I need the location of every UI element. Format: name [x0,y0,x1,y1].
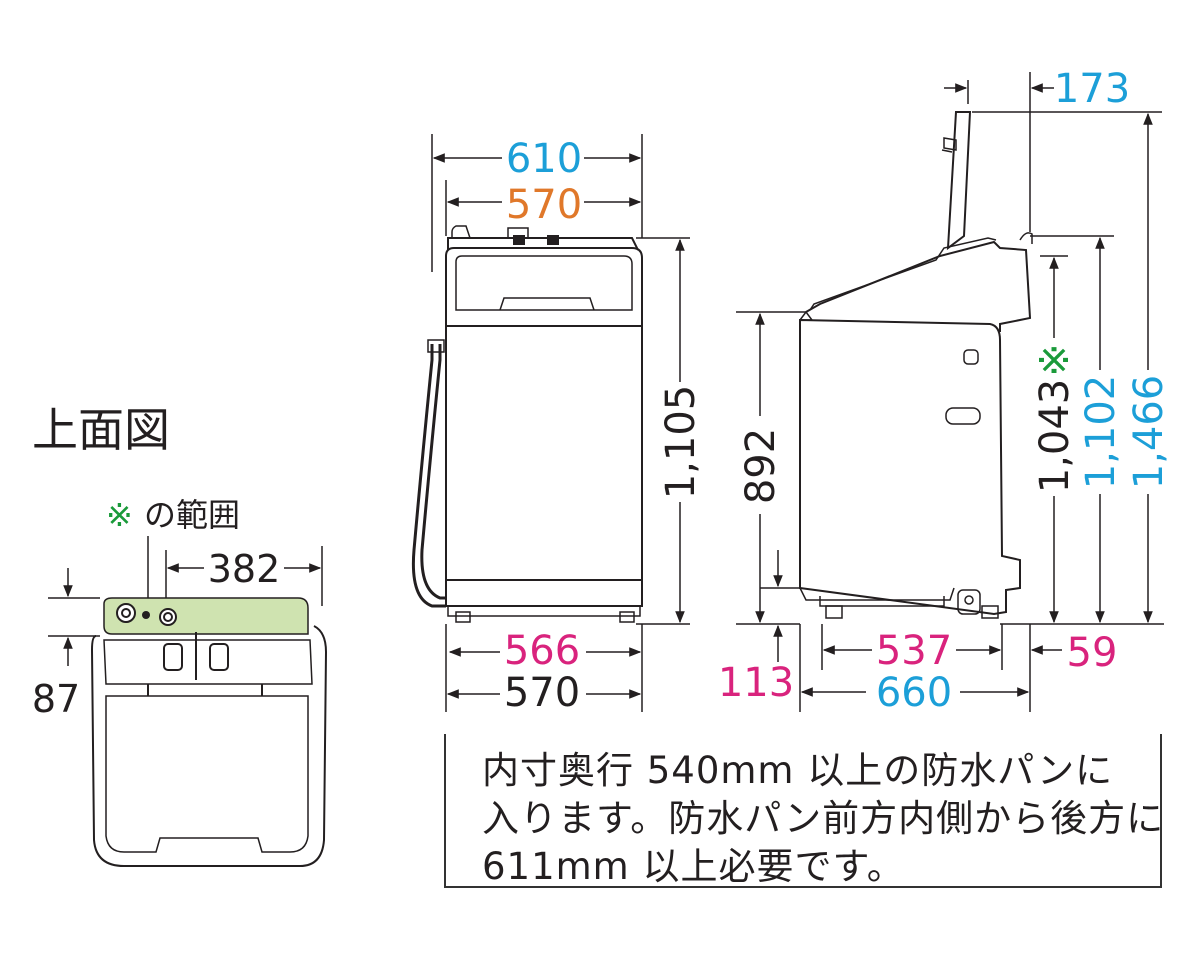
front-height-overall: 1,105 [658,385,704,500]
side-cabinet [799,318,1021,616]
top-width-dim: 382 [208,547,281,591]
top-depth-dim: 87 [32,677,80,721]
side-height-1: 1,043 [1032,379,1078,494]
top-handle-icon [163,643,183,671]
hose-connector-icon [116,603,136,623]
drain-hose [411,344,446,608]
side-inlet-icon [1019,232,1033,244]
top-view: 上面図 ※ の範囲 382 87 [32,403,328,867]
front-cabinet [445,325,643,581]
drain-outlet-icon [964,595,974,605]
area-mark: ※ [106,496,133,534]
front-width-overall: 610 [506,136,582,182]
note-line-2: 入ります。防水パン前方内側から後方に [482,797,1165,840]
note-line-3: 611mm 以上必要です。 [482,845,905,888]
clearance-area [103,597,309,635]
area-label: の範囲 [144,496,240,534]
note-box [444,734,1162,888]
front-foot-left [455,611,471,623]
open-lid [946,111,972,251]
lid-offset-dim: 173 [1054,66,1130,112]
side-height-3: 1,466 [1126,375,1172,490]
back-offset-dim: 59 [1067,630,1118,676]
front-view: 610 570 1,105 566 570 [411,134,704,716]
side-height-body: 892 [738,428,784,504]
side-handle-icon [945,407,981,425]
front-width-body: 570 [506,182,582,228]
side-depth-inner: 537 [876,628,952,674]
top-view-title: 上面図 [32,403,170,457]
front-base-inner: 566 [504,628,580,674]
note-line-1: 内寸奥行 540mm 以上の防水パンに [482,749,1114,792]
top-body-outline [90,625,328,867]
area-dot-icon [142,611,150,619]
side-foot-front [825,605,843,619]
side-height-2: 1,102 [1078,375,1124,490]
front-foot-right [619,611,635,623]
front-base-width: 570 [504,670,580,716]
foot-height-dim: 113 [718,660,794,706]
side-height-mark: ※ [1032,343,1078,377]
front-lid [445,247,643,327]
side-depth-overall: 660 [876,670,952,716]
side-foot-back [981,605,999,619]
water-inlet-icon [451,225,472,239]
side-view: 173 892 113 [718,66,1172,716]
